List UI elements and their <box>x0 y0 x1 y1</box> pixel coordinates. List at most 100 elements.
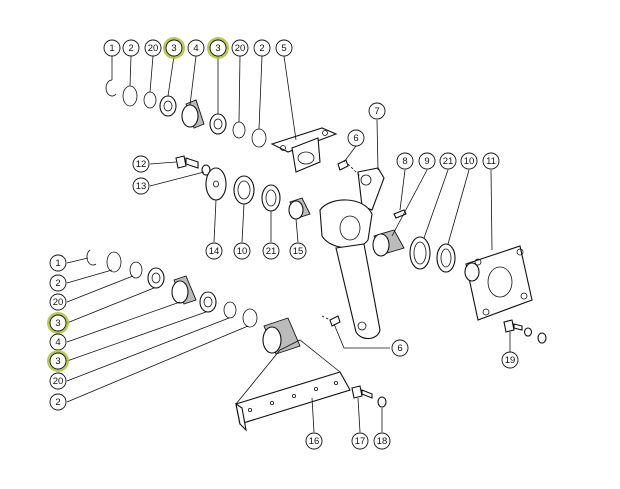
callout-circle <box>209 39 227 57</box>
callout-number: 2 <box>128 43 133 54</box>
callout-number: 13 <box>136 181 147 192</box>
callout-circle <box>262 242 280 260</box>
callout-l-4: 4 <box>49 333 67 351</box>
callout-l-3b: 3 <box>47 350 69 372</box>
callout-number: 21 <box>443 156 454 167</box>
callout-circle <box>132 155 150 173</box>
callout-number: 5 <box>281 43 286 54</box>
bolt-part-19 <box>503 319 547 344</box>
callout-circle <box>305 432 323 450</box>
callout-number: 1 <box>109 43 114 54</box>
callout-circle <box>49 254 67 272</box>
callout-top-3a: 3 <box>163 37 185 59</box>
callout-circle <box>49 393 67 411</box>
callout-top-20a: 20 <box>144 39 162 57</box>
callout-c-6a: 6 <box>347 129 365 147</box>
bushing-part-15 <box>288 197 311 220</box>
callout-l-2b: 2 <box>49 393 67 411</box>
callout-number: 10 <box>237 246 248 257</box>
callout-top-3b: 3 <box>207 37 229 59</box>
callout-number: 14 <box>209 246 220 257</box>
callout-number: 19 <box>505 355 516 366</box>
callout-circle <box>233 242 251 260</box>
callout-l-20a: 20 <box>49 293 67 311</box>
callout-top-5: 5 <box>275 39 293 57</box>
pin-part-6-upper <box>337 159 361 177</box>
callout-c-21b: 21 <box>439 152 457 170</box>
callout-number: 6 <box>353 133 358 144</box>
callout-l-1: 1 <box>49 254 67 272</box>
lower-bearing-stack <box>86 249 258 328</box>
callout-circle <box>253 39 271 57</box>
callout-circle <box>205 242 223 260</box>
callout-circle <box>418 152 436 170</box>
bushing-part-9 <box>372 229 405 257</box>
ring-part-21-right <box>409 236 431 270</box>
callout-c-8: 8 <box>396 152 414 170</box>
callout-number: 2 <box>259 43 264 54</box>
callout-number: 11 <box>486 156 496 167</box>
callout-number: 15 <box>293 246 304 257</box>
callout-number: 21 <box>266 246 277 257</box>
callout-circle <box>49 274 67 292</box>
callout-c-18: 18 <box>373 432 391 450</box>
callout-number: 7 <box>374 106 379 117</box>
callout-number: 20 <box>235 43 246 54</box>
pin-part-8 <box>393 209 407 219</box>
callout-circle <box>396 152 414 170</box>
callout-c-6b: 6 <box>391 339 409 357</box>
callout-circle <box>347 129 365 147</box>
callout-circle <box>460 152 478 170</box>
washer-part-18 <box>377 396 387 408</box>
ring-part-21-left <box>261 184 281 212</box>
washer-part-13 <box>201 164 211 176</box>
callout-top-2a: 2 <box>122 39 140 57</box>
callout-number: 3 <box>55 356 60 367</box>
callout-c-15: 15 <box>289 242 307 260</box>
callout-number: 20 <box>53 376 64 387</box>
callout-l-20b: 20 <box>49 372 67 390</box>
callout-circle <box>187 39 205 57</box>
callout-circle <box>501 351 519 369</box>
callout-circle <box>439 152 457 170</box>
callout-c-9: 9 <box>418 152 436 170</box>
callout-number: 6 <box>397 343 402 354</box>
callout-number: 1 <box>55 258 60 269</box>
flange-plate-part-11 <box>464 245 533 321</box>
callout-c-16: 16 <box>305 432 323 450</box>
callout-circle <box>49 314 67 332</box>
callout-number: 8 <box>402 156 407 167</box>
lever-arm-part-7 <box>319 167 385 340</box>
callout-number: 20 <box>148 43 159 54</box>
disc-part-14 <box>205 167 227 201</box>
callout-number: 4 <box>55 337 60 348</box>
callout-circle <box>482 152 500 170</box>
callout-c-17: 17 <box>351 432 369 450</box>
mounting-bracket-part-16 <box>235 317 351 432</box>
callout-c-10b: 10 <box>460 152 478 170</box>
callout-c-7: 7 <box>368 102 386 120</box>
callout-circle <box>275 39 293 57</box>
callout-circle <box>122 39 140 57</box>
callout-circle <box>132 177 150 195</box>
callout-circle <box>165 39 183 57</box>
callout-circle <box>231 39 249 57</box>
bolt-part-17 <box>351 385 373 399</box>
top-bearing-stack <box>105 79 267 148</box>
callout-circle <box>103 39 121 57</box>
callout-number: 18 <box>377 436 388 447</box>
pin-part-6-lower <box>321 315 341 327</box>
callout-number: 20 <box>53 297 64 308</box>
callout-c-12: 12 <box>132 155 150 173</box>
callout-number: 2 <box>55 278 60 289</box>
callout-l-3a: 3 <box>47 312 69 334</box>
callout-c-14: 14 <box>205 242 223 260</box>
callout-l-2a: 2 <box>49 274 67 292</box>
bolt-part-12 <box>175 155 199 169</box>
callout-number: 9 <box>424 156 429 167</box>
callout-number: 3 <box>171 43 176 54</box>
ring-part-10-right <box>436 243 456 273</box>
callout-number: 17 <box>355 436 366 447</box>
callout-circle <box>49 352 67 370</box>
